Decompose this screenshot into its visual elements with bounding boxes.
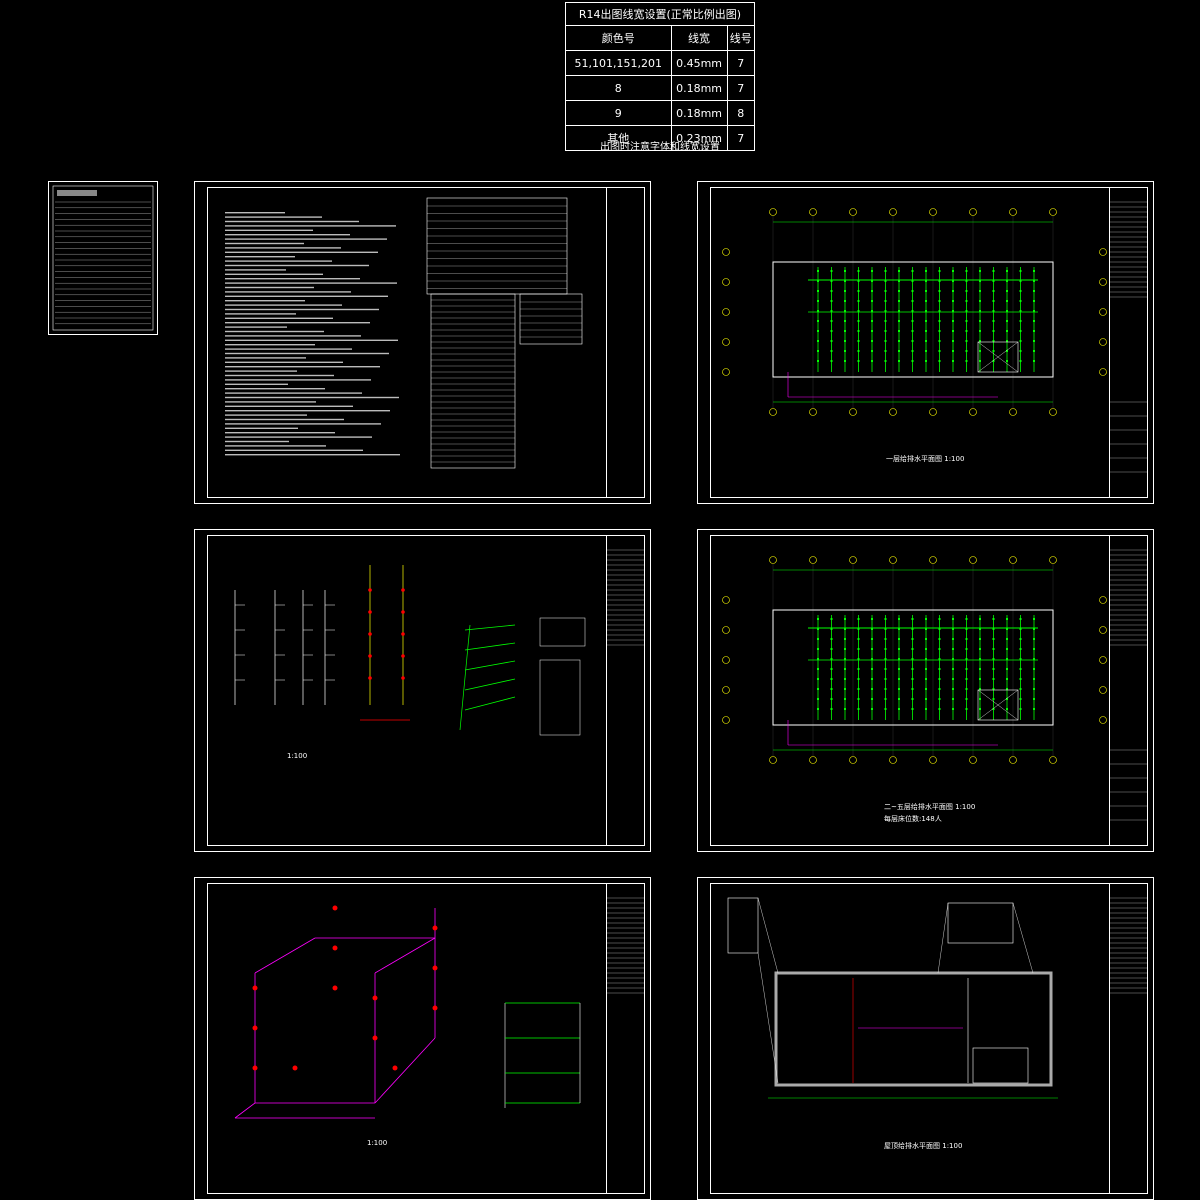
legend-header-color: 颜色号 [565,25,672,51]
legend-title: R14出图线宽设置(正常比例出图) [565,2,755,26]
plan1-scale: 1:100 [944,455,965,463]
legend-cell: 8 [565,75,672,101]
legend-cell: 0.45mm [670,50,728,76]
roof-title: 屋顶给排水平面图 [884,1142,940,1150]
plan23-caption: 二~五层给排水平面图 1:100 [884,802,975,812]
drawing-index-graphic [52,185,154,331]
design-notes-sheet[interactable] [194,181,651,504]
design-notes-graphic [225,197,583,469]
title-block [1109,535,1148,846]
roof-caption: 屋顶给排水平面图 1:100 [884,1141,962,1151]
sheet-border [207,187,645,498]
drawing-index-sheet[interactable] [48,181,158,335]
title-block [1109,187,1148,498]
title-block [1109,883,1148,1194]
legend-caption: 出图时注意字体和线宽设置 [600,142,720,153]
plan1-caption: 一层给排水平面图 1:100 [886,454,964,464]
legend-cell: 0.23mm [670,125,728,151]
legend-cell: 51,101,151,201 [565,50,672,76]
plan1-title: 一层给排水平面图 [886,455,942,463]
legend-cell: 7 [726,125,756,151]
sheet-border [207,535,645,846]
legend-cell: 7 [726,75,756,101]
roof-plan-sheet[interactable]: 屋顶给排水平面图 1:100 [697,877,1154,1200]
legend-cell: 8 [726,100,756,126]
sheet-border [207,883,645,1194]
line-weight-legend-table: R14出图线宽设置(正常比例出图) 颜色号 线宽 线号 51,101,151,2… [565,2,756,151]
roof-scale: 1:100 [942,1142,963,1150]
title-block [606,187,645,498]
plan23-title: 二~五层给排水平面图 [884,803,953,811]
legend-header-line: 线号 [726,25,756,51]
legend-cell: 0.18mm [670,100,728,126]
legend-cell: 9 [565,100,672,126]
plan23-bed-note: 每层床位数:148人 [884,815,942,823]
roof-plan-graphic [727,897,1148,1099]
legend-cell: 0.18mm [670,75,728,101]
system-diagram-graphic [234,549,645,736]
sheet-border [710,187,1148,498]
sheet-border [710,883,1148,1194]
legend-cell: 7 [726,50,756,76]
typical-floor-plan-graphic [722,549,1148,821]
typical-floor-plan-sheet[interactable]: 二~五层给排水平面图 1:100 每层床位数:148人 [697,529,1154,852]
sheet-border [710,535,1148,846]
first-floor-plan-graphic [722,201,1148,473]
legend-cell: 其他 [565,125,672,151]
title-block [606,883,645,1194]
plan23-scale: 1:100 [955,803,976,811]
sys2-scale: 1:100 [367,1139,388,1147]
isometric-system-graphic [234,897,645,1119]
first-floor-plan-sheet[interactable]: 一层给排水平面图 1:100 [697,181,1154,504]
system-diagram-sheet[interactable]: 1:100 [194,529,651,852]
title-block [606,535,645,846]
legend-header-width: 线宽 [670,25,728,51]
sys1-scale-1: 1:100 [287,752,308,760]
isometric-system-sheet[interactable]: 1:100 [194,877,651,1200]
